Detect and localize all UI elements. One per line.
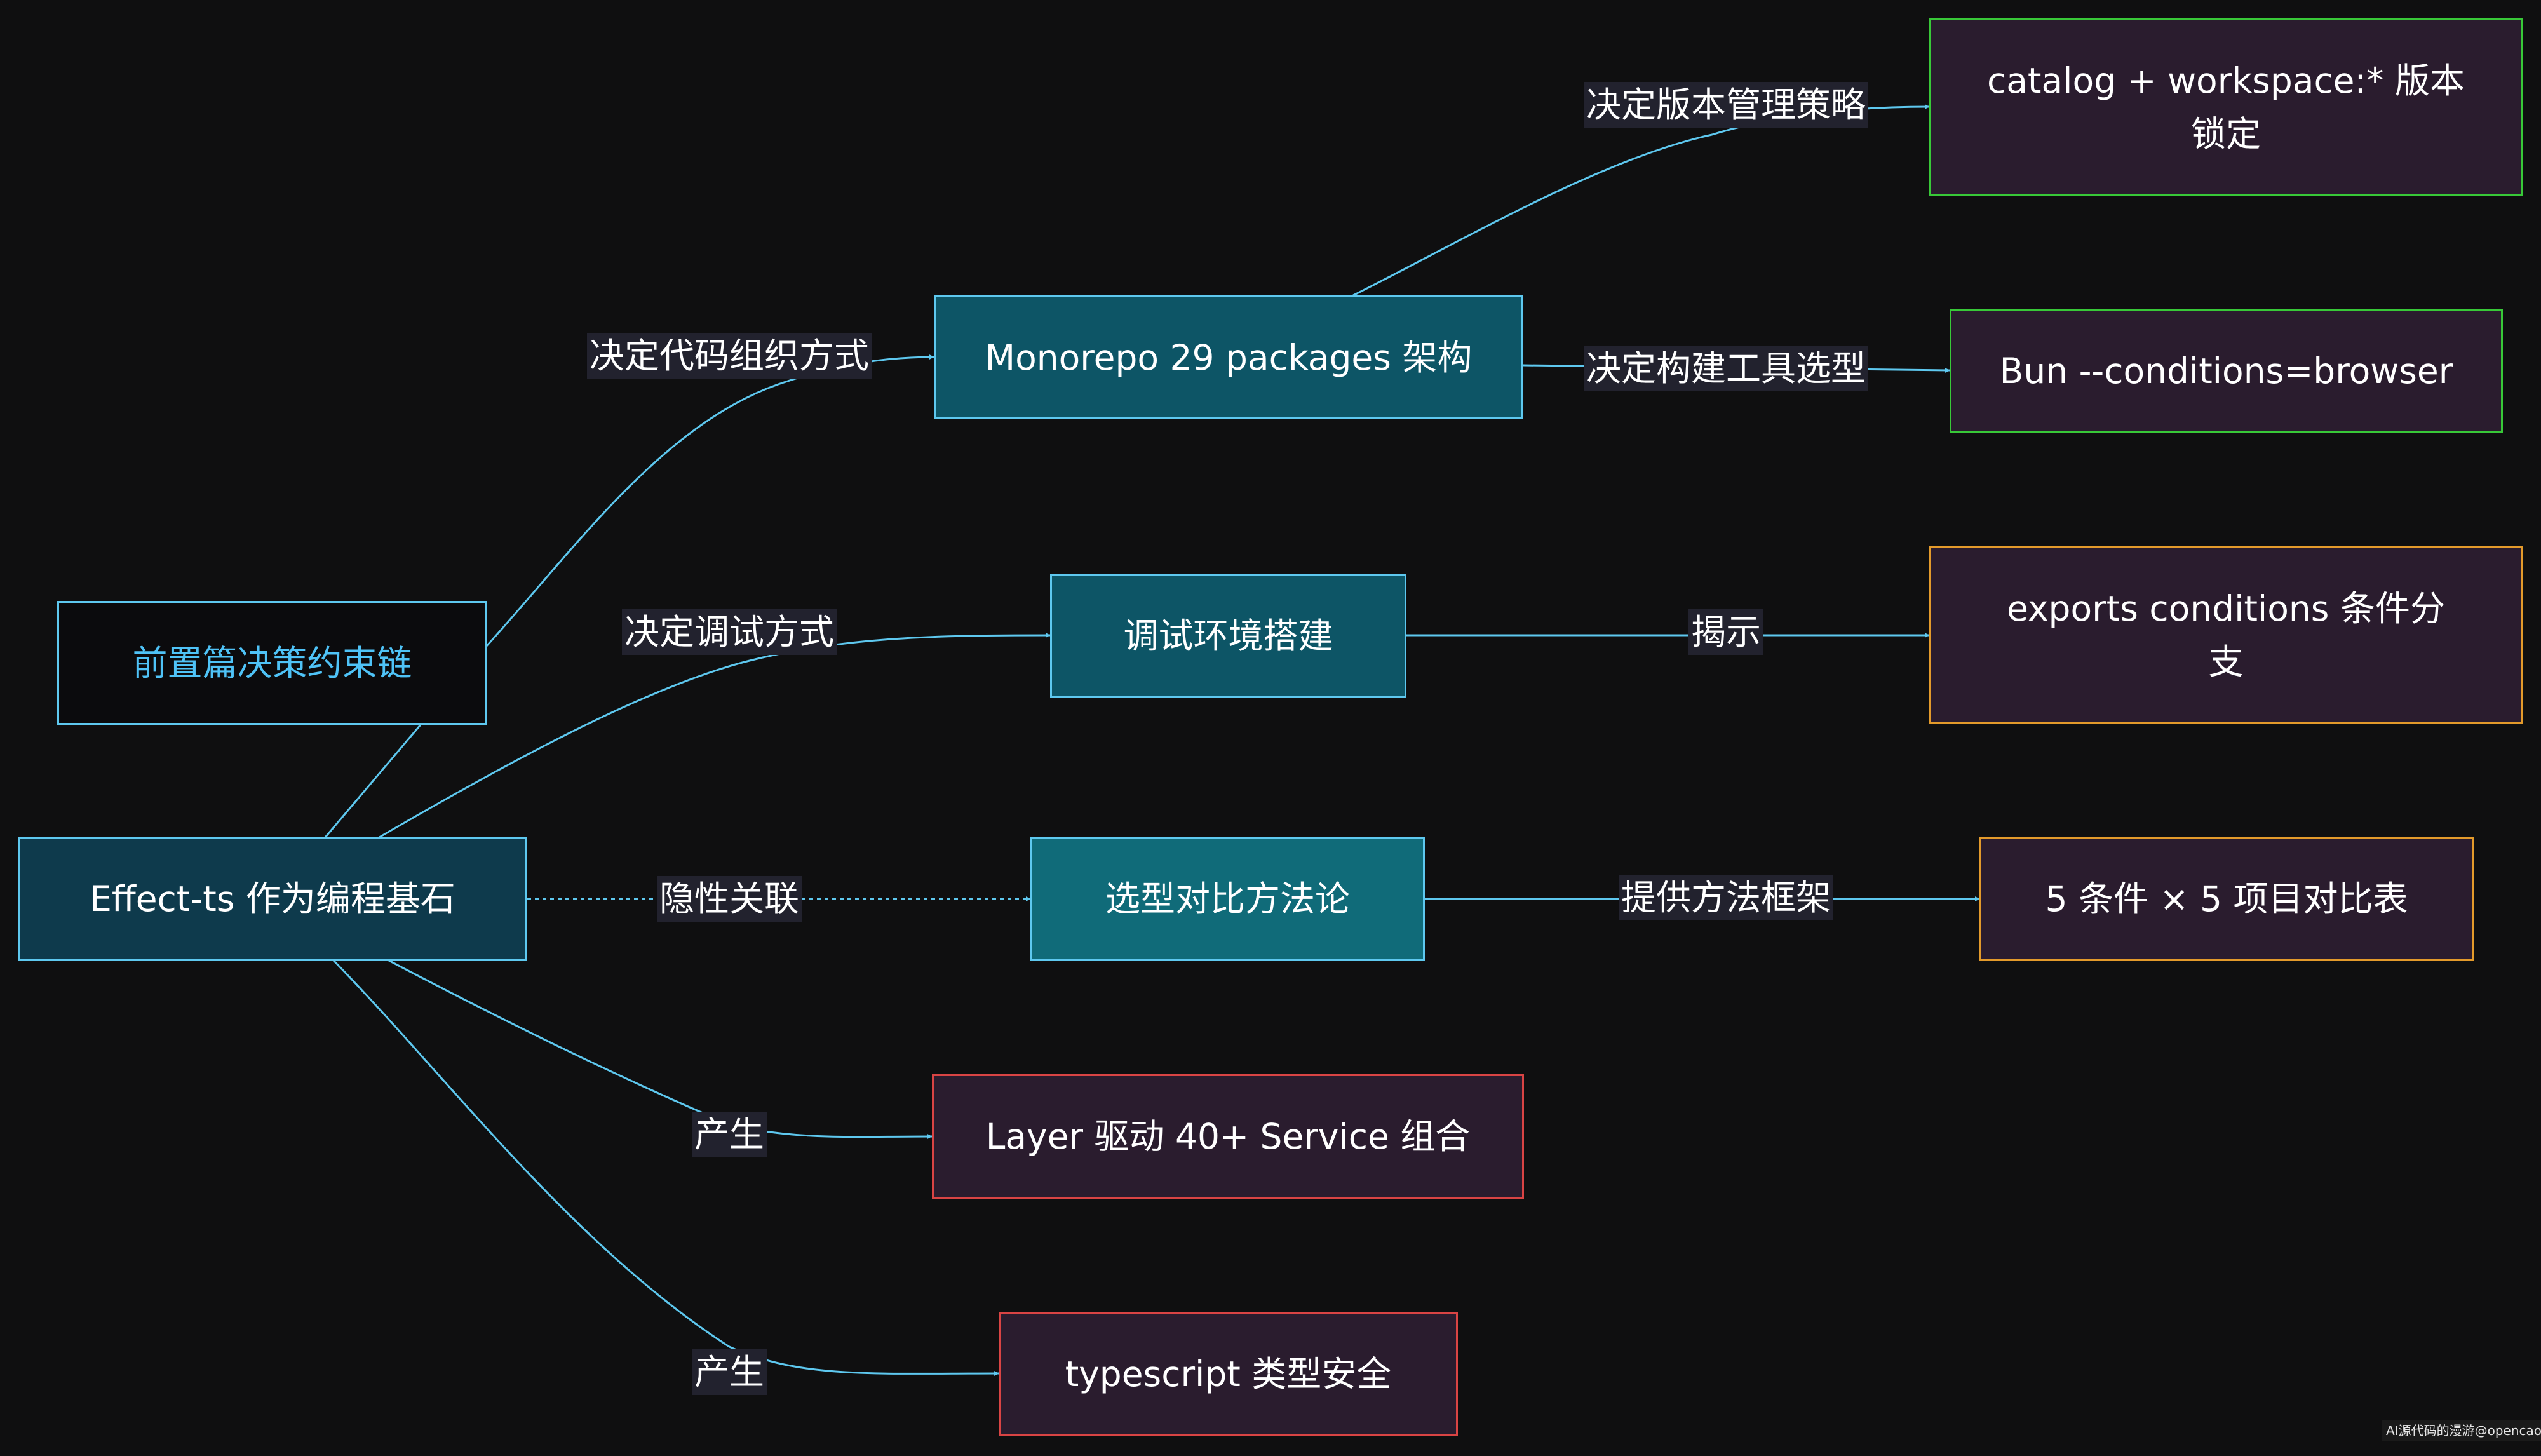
node-monorepo-label: Monorepo 29 packages 架构 [985, 337, 1473, 378]
node-catalog: catalog + workspace:* 版本 锁定 [1929, 18, 2523, 196]
node-compare-label: 5 条件 × 5 项目对比表 [2045, 879, 2408, 919]
edge-label-build-tool: 决定构建工具选型 [1583, 346, 1869, 391]
node-effect-label: Effect-ts 作为编程基石 [90, 879, 455, 919]
edge-label-method: 提供方法框架 [1618, 875, 1834, 920]
edge-label-version-mgmt: 决定版本管理策略 [1583, 82, 1869, 128]
edge-label-produce-1: 产生 [691, 1112, 767, 1157]
edge-effect-typescript [332, 959, 999, 1377]
edge-effect-layer [388, 959, 933, 1140]
node-effect: Effect-ts 作为编程基石 [18, 837, 527, 961]
edge-label-debug-way: 决定调试方式 [621, 609, 837, 655]
edge-effect-debug [379, 633, 1051, 839]
edge-monorepo-catalog [1352, 104, 1930, 297]
node-exports-label-2: 支 [2208, 642, 2244, 682]
node-bun-label: Bun --conditions=browser [1999, 350, 2453, 391]
edge-label-produce-2: 产生 [691, 1349, 767, 1395]
node-selection-label: 选型对比方法论 [1105, 879, 1350, 919]
node-typescript-label: typescript 类型安全 [1065, 1353, 1392, 1394]
node-layer: Layer 驱动 40+ Service 组合 [932, 1074, 1524, 1199]
node-selection: 选型对比方法论 [1030, 837, 1425, 961]
node-monorepo: Monorepo 29 packages 架构 [934, 295, 1523, 419]
node-debug-env-label: 调试环境搭建 [1123, 615, 1333, 656]
edge-label-reveal: 揭示 [1688, 609, 1764, 655]
node-root: 前置篇决策约束链 [57, 601, 487, 725]
node-catalog-label-2: 锁定 [2190, 113, 2261, 154]
edge-root-monorepo [485, 354, 934, 648]
node-root-label: 前置篇决策约束链 [132, 642, 412, 684]
edge-root-effect [324, 724, 422, 838]
edge-label-code-org: 决定代码组织方式 [586, 333, 872, 379]
node-catalog-label-1: catalog + workspace:* 版本 [1986, 60, 2465, 101]
node-typescript: typescript 类型安全 [999, 1312, 1458, 1436]
edge-label-implicit: 隐性关联 [656, 876, 802, 922]
node-bun: Bun --conditions=browser [1950, 309, 2503, 433]
node-compare: 5 条件 × 5 项目对比表 [1979, 837, 2474, 961]
node-exports-label-1: exports conditions 条件分 [2007, 588, 2445, 629]
node-exports: exports conditions 条件分 支 [1929, 546, 2523, 724]
watermark: AI源代码的漫游@opencao.cn [2382, 1420, 2541, 1441]
node-debug-env: 调试环境搭建 [1050, 574, 1406, 698]
node-layer-label: Layer 驱动 40+ Service 组合 [985, 1116, 1471, 1157]
